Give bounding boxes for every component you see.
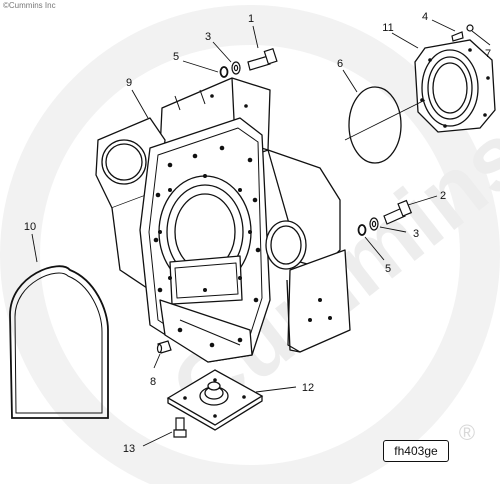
callout-13: 13: [123, 443, 135, 455]
copyright-text: ©Cummins Inc: [3, 1, 56, 10]
washer-3-top: [231, 61, 241, 75]
gasket-10: [9, 265, 109, 419]
leader-lines: [31, 19, 491, 447]
o-ring-5-right: [357, 224, 367, 236]
callout-8: 8: [150, 376, 156, 388]
figure-reference: fh403ge: [394, 444, 438, 458]
callout-4: 4: [422, 11, 428, 23]
capscrew-2: [383, 199, 413, 225]
callout-11: 11: [382, 22, 393, 34]
callout-7: 7: [485, 48, 491, 60]
callouts: 1 2 3 3 4 5 5 6 7 8 9 10 11 12 13: [24, 11, 491, 455]
o-ring-6: [348, 86, 402, 164]
figure-reference-box: fh403ge: [383, 440, 449, 462]
callout-10: 10: [24, 221, 36, 233]
callout-12: 12: [302, 382, 314, 394]
callout-9: 9: [126, 77, 132, 89]
registered-mark: ®: [459, 420, 475, 445]
callout-2: 2: [440, 190, 446, 202]
rear-seal: [414, 39, 496, 133]
callout-1: 1: [248, 13, 254, 25]
o-ring-5-top: [219, 66, 229, 78]
seal-centerline: [344, 99, 426, 141]
capscrew-1: [247, 47, 278, 71]
callout-3-right: 3: [413, 228, 419, 240]
washer-3-right: [369, 217, 379, 231]
callout-5-right: 5: [385, 263, 391, 275]
capscrew-13: [173, 417, 187, 438]
screw-4: [451, 31, 464, 42]
callout-6: 6: [337, 58, 343, 70]
flywheel-housing: [95, 77, 351, 363]
callout-3-top: 3: [205, 31, 211, 43]
washer-7: [466, 24, 474, 32]
callout-5-top: 5: [173, 51, 179, 63]
cover-plate-12: [166, 369, 264, 431]
dowel-8: [156, 340, 172, 354]
